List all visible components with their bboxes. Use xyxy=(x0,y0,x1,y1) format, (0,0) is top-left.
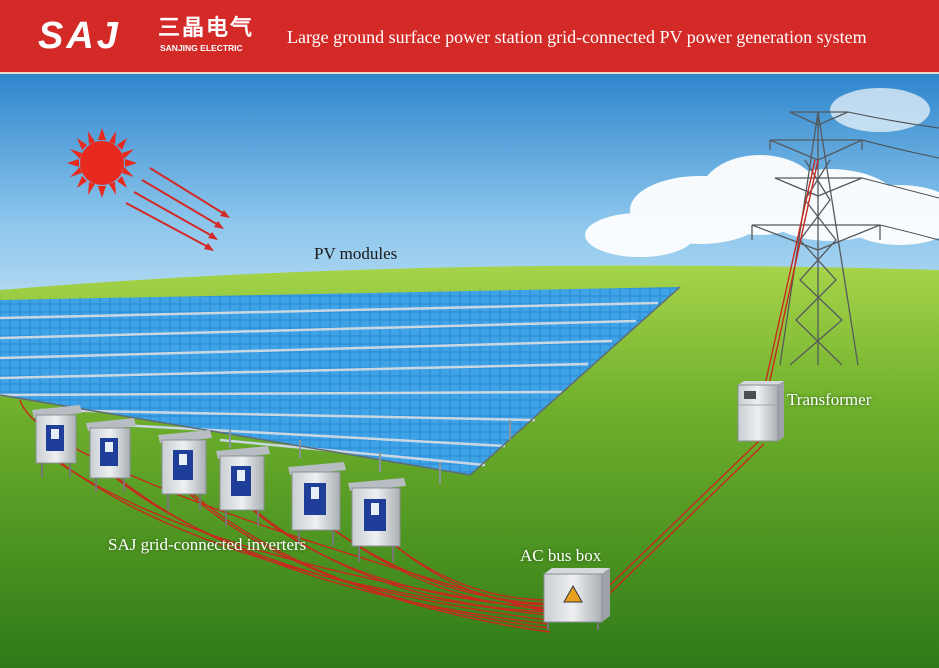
inverter-icon xyxy=(32,405,82,477)
pv-array xyxy=(0,286,681,484)
inverter-icon xyxy=(288,462,346,546)
saj-logo: SAJ 三晶电气 SANJING ELECTRIC xyxy=(38,14,258,58)
inverter-icon xyxy=(86,418,136,492)
inverter-icon xyxy=(216,446,270,526)
page-title: Large ground surface power station grid-… xyxy=(287,27,867,47)
inverter-icon xyxy=(348,478,406,562)
pv-system-diagram xyxy=(0,74,939,668)
ac-bus-box-label: AC bus box xyxy=(520,546,602,565)
sun-icon xyxy=(67,128,230,251)
logo-chinese-text: 三晶电气 xyxy=(158,16,255,41)
logo-subtitle: SANJING ELECTRIC xyxy=(160,43,243,53)
pv-modules-label: PV modules xyxy=(314,244,398,263)
logo-saj-text: SAJ xyxy=(38,15,121,57)
inverter-icon xyxy=(158,430,212,510)
ac-bus-box-icon xyxy=(543,568,610,630)
clouds xyxy=(585,88,939,257)
power-lines xyxy=(847,111,939,241)
transformer-box-icon xyxy=(737,381,784,442)
transformer-label: Transformer xyxy=(787,390,872,409)
inverters xyxy=(32,405,406,562)
transmission-tower-icon xyxy=(751,111,881,366)
header-bar: SAJ 三晶电气 SANJING ELECTRIC Large ground s… xyxy=(0,0,939,74)
inverters-label: SAJ grid-connected inverters xyxy=(108,535,307,554)
